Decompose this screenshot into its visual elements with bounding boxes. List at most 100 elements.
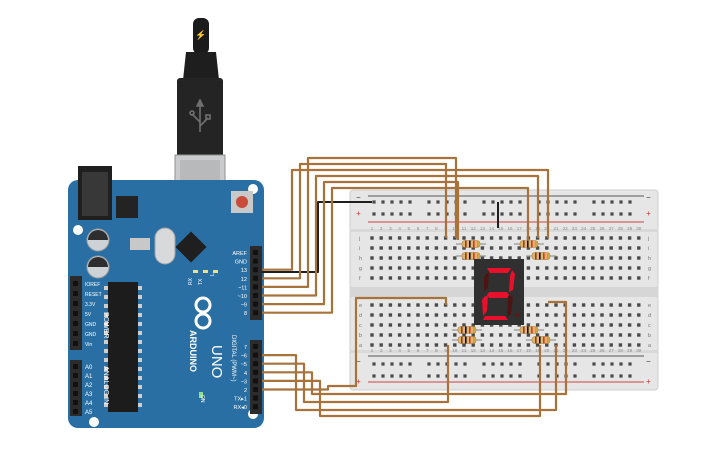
breadboard-hole[interactable]: [591, 303, 595, 307]
breadboard-hole[interactable]: [407, 313, 411, 317]
breadboard-hole[interactable]: [618, 246, 623, 250]
header-pin[interactable]: [253, 369, 258, 375]
breadboard-hole[interactable]: [480, 333, 485, 337]
breadboard-hole[interactable]: [637, 246, 641, 250]
breadboard-hole[interactable]: [370, 303, 374, 307]
breadboard-hole[interactable]: [443, 266, 448, 270]
breadboard-hole[interactable]: [443, 276, 448, 280]
breadboard-hole[interactable]: [471, 343, 475, 347]
header-pin[interactable]: [253, 250, 258, 255]
header-pin[interactable]: [253, 361, 258, 367]
breadboard-hole[interactable]: [572, 246, 577, 250]
breadboard-hole[interactable]: [517, 256, 521, 260]
header-pin[interactable]: [253, 352, 258, 358]
breadboard-hole[interactable]: [581, 256, 586, 260]
breadboard-hole[interactable]: [526, 256, 531, 260]
breadboard-hole[interactable]: [609, 343, 613, 347]
breadboard-hole[interactable]: [434, 246, 439, 250]
breadboard-hole[interactable]: [581, 333, 586, 337]
rail-hole[interactable]: [482, 200, 486, 204]
breadboard-hole[interactable]: [416, 276, 420, 280]
breadboard-hole[interactable]: [453, 323, 457, 327]
breadboard-hole[interactable]: [480, 236, 485, 240]
breadboard-hole[interactable]: [388, 256, 393, 260]
header-pin[interactable]: [253, 378, 258, 384]
rail-hole[interactable]: [491, 374, 495, 378]
rail-hole[interactable]: [381, 200, 385, 204]
header-pin[interactable]: [73, 382, 78, 387]
breadboard-hole[interactable]: [526, 303, 531, 307]
header-pin[interactable]: [73, 301, 78, 306]
jumper-wire[interactable]: [262, 156, 458, 288]
breadboard-hole[interactable]: [517, 333, 521, 337]
rail-hole[interactable]: [390, 374, 394, 378]
breadboard-hole[interactable]: [489, 256, 494, 260]
header-pin[interactable]: [253, 293, 258, 298]
breadboard-hole[interactable]: [554, 333, 558, 337]
rail-hole[interactable]: [399, 200, 403, 204]
rail-hole[interactable]: [610, 200, 614, 204]
rail-hole[interactable]: [619, 362, 623, 366]
breadboard-hole[interactable]: [600, 256, 604, 260]
breadboard-hole[interactable]: [627, 303, 632, 307]
breadboard-hole[interactable]: [462, 236, 466, 240]
breadboard-hole[interactable]: [572, 276, 577, 280]
rail-hole[interactable]: [482, 362, 486, 366]
breadboard-hole[interactable]: [609, 256, 613, 260]
breadboard-hole[interactable]: [489, 333, 494, 337]
header-pin[interactable]: [73, 400, 78, 405]
breadboard-hole[interactable]: [407, 256, 411, 260]
breadboard-hole[interactable]: [591, 343, 595, 347]
breadboard-hole[interactable]: [379, 323, 383, 327]
breadboard-hole[interactable]: [535, 323, 540, 327]
breadboard-hole[interactable]: [397, 313, 402, 317]
breadboard-hole[interactable]: [434, 266, 439, 270]
breadboard-hole[interactable]: [407, 323, 411, 327]
resistor[interactable]: [452, 326, 482, 334]
breadboard-hole[interactable]: [499, 246, 503, 250]
rail-hole[interactable]: [546, 374, 550, 378]
breadboard-hole[interactable]: [379, 266, 383, 270]
breadboard-hole[interactable]: [600, 343, 604, 347]
breadboard-hole[interactable]: [453, 236, 457, 240]
breadboard-hole[interactable]: [397, 343, 402, 347]
breadboard-hole[interactable]: [545, 323, 549, 327]
breadboard-hole[interactable]: [609, 266, 613, 270]
breadboard-hole[interactable]: [407, 246, 411, 250]
breadboard-hole[interactable]: [434, 343, 439, 347]
breadboard-hole[interactable]: [627, 236, 632, 240]
breadboard-hole[interactable]: [499, 256, 503, 260]
rail-hole[interactable]: [399, 362, 403, 366]
rail-hole[interactable]: [427, 362, 431, 366]
breadboard-hole[interactable]: [618, 343, 623, 347]
breadboard-hole[interactable]: [637, 236, 641, 240]
arduino-uno-board[interactable]: RX TX L ARDUINO UNO ON IOREFRESET3.3V5VG…: [68, 166, 264, 428]
rail-hole[interactable]: [500, 374, 504, 378]
breadboard-hole[interactable]: [388, 236, 393, 240]
rail-hole[interactable]: [372, 374, 376, 378]
breadboard-hole[interactable]: [434, 323, 439, 327]
rail-hole[interactable]: [500, 212, 504, 216]
breadboard-hole[interactable]: [416, 256, 420, 260]
breadboard-hole[interactable]: [397, 333, 402, 337]
rail-hole[interactable]: [628, 212, 632, 216]
breadboard-hole[interactable]: [453, 333, 457, 337]
breadboard-hole[interactable]: [407, 266, 411, 270]
breadboard-hole[interactable]: [563, 256, 567, 260]
breadboard-hole[interactable]: [397, 303, 402, 307]
jumper-wire[interactable]: [262, 345, 450, 404]
breadboard-hole[interactable]: [425, 323, 429, 327]
breadboard-hole[interactable]: [443, 246, 448, 250]
breadboard-hole[interactable]: [554, 236, 558, 240]
jumper-wire[interactable]: [262, 345, 542, 418]
breadboard-hole[interactable]: [554, 276, 558, 280]
rail-hole[interactable]: [482, 212, 486, 216]
breadboard-hole[interactable]: [609, 303, 613, 307]
rail-hole[interactable]: [509, 362, 513, 366]
jumper-wire[interactable]: [262, 345, 558, 412]
breadboard-hole[interactable]: [535, 343, 540, 347]
rail-hole[interactable]: [573, 362, 577, 366]
breadboard-hole[interactable]: [600, 303, 604, 307]
breadboard-hole[interactable]: [508, 333, 512, 337]
rail-hole[interactable]: [463, 200, 467, 204]
